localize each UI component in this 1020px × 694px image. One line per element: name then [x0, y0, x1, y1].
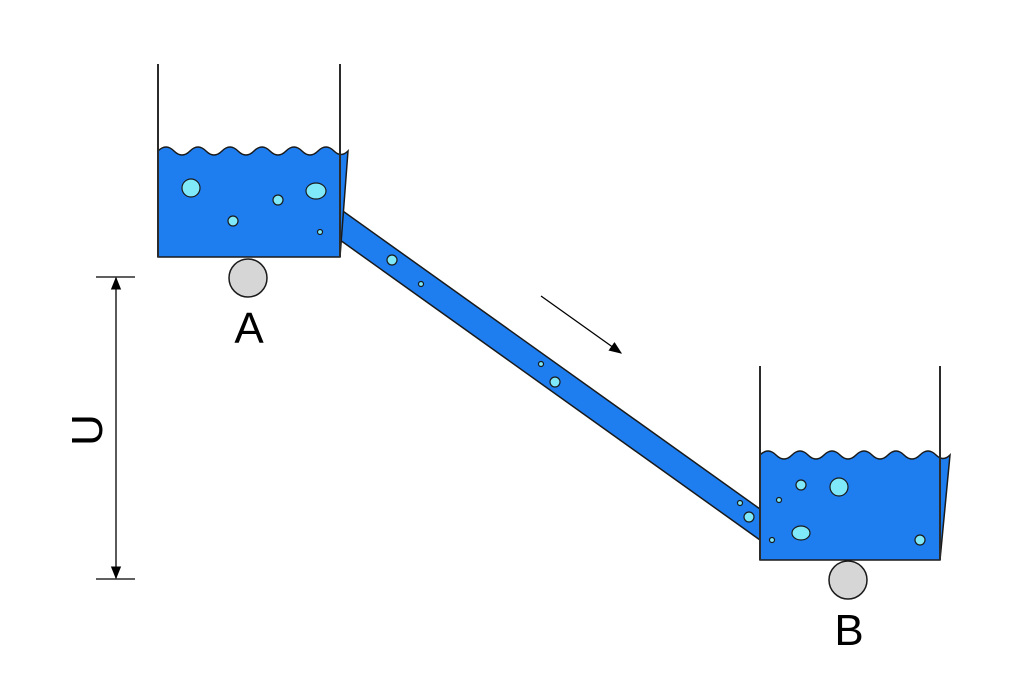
- bubble: [768, 536, 776, 544]
- bubble: [417, 280, 425, 288]
- bubbles-tank-a: [181, 178, 327, 236]
- tank-a-walls: [157, 64, 341, 257]
- node-b: [828, 560, 868, 600]
- bubble: [181, 178, 201, 198]
- bubble: [795, 479, 807, 491]
- voltage-label: U: [63, 414, 112, 446]
- bubble: [537, 360, 545, 368]
- bubble: [736, 499, 744, 507]
- bubble: [305, 182, 327, 200]
- bubble: [316, 228, 324, 236]
- connecting-pipe: [339, 207, 761, 542]
- tank-a-label: A: [234, 304, 264, 353]
- tank-a-water: [157, 146, 349, 258]
- bubbles-tank-b: [768, 477, 926, 546]
- bubble: [549, 376, 561, 388]
- bubble: [272, 194, 284, 206]
- bubble: [227, 215, 239, 227]
- bubble: [775, 496, 783, 504]
- bubbles-pipe: [386, 254, 755, 523]
- bubble: [791, 525, 811, 541]
- bubble: [743, 511, 755, 523]
- tank-b-walls: [759, 366, 941, 560]
- bubble: [386, 254, 398, 266]
- bubble: [914, 534, 926, 546]
- tank-b-label: B: [834, 606, 863, 655]
- bubble: [829, 477, 849, 497]
- double-arrow-vertical-icon: [96, 276, 135, 580]
- node-a: [228, 258, 268, 298]
- arrow-down-right-icon: [540, 295, 623, 354]
